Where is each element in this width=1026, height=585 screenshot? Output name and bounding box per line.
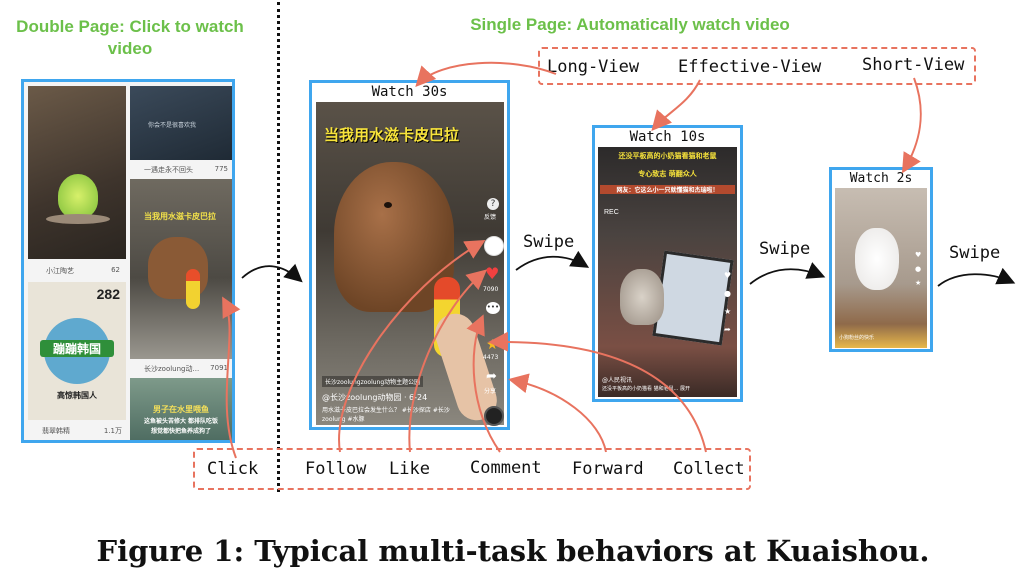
single-page-title: Single Page: Automatically watch video [470, 15, 790, 34]
views-badge: 282 [96, 286, 120, 302]
watch-30s-label: Watch 30s [371, 84, 448, 100]
video-frame-dog: ♥●★ 小狗粉丝的快乐 [835, 188, 927, 348]
arrow-follow [338, 239, 486, 453]
help-label: 反馈 [484, 214, 497, 221]
watch-10s-label: Watch 10s [629, 129, 706, 145]
swipe-label-2: Swipe [759, 239, 811, 259]
pottery-base [46, 214, 110, 224]
capybara-eye [384, 202, 392, 208]
grid-tile-poster-meta: 翡翠韩精 1.1万 [42, 427, 122, 435]
effective-view-label: Effective-View [678, 57, 822, 77]
arrow-long-view [415, 61, 557, 87]
long-view-label: Long-View [547, 57, 640, 77]
dark-tile-caption: 你会不是很喜欢我 [148, 122, 197, 129]
arrow-effective-view [651, 79, 701, 132]
dog-side-icons[interactable]: ♥●★ [915, 251, 922, 287]
cat-headline-1: 还没平板高的小奶猫看猫和老鼠 [618, 152, 717, 160]
music-disc-icon[interactable] [484, 406, 504, 426]
click-label: Click [207, 459, 259, 479]
comment-label: Comment [470, 458, 542, 478]
arrow-comment [466, 314, 501, 453]
fish-caption-3: 想觉都快把鱼养成狗了 [150, 428, 211, 435]
cat-shape [620, 269, 664, 325]
cat-headline-2: 专心致志 萌翻众人 [638, 170, 697, 178]
comment-icon[interactable]: ••• [486, 302, 500, 314]
heart-icon[interactable]: ♥ [485, 264, 500, 283]
arrow-collect [488, 331, 707, 453]
figure-caption: Figure 1: Typical multi-task behaviors a… [96, 534, 930, 568]
dog-caption: 小狗粉丝的快乐 [839, 335, 875, 341]
arrow-swipe-2 [749, 262, 826, 285]
arrow-swipe-3 [937, 267, 1016, 287]
phone-short-view: Watch 2s ♥●★ 小狗粉丝的快乐 [829, 167, 933, 352]
grid-tile-dark[interactable]: 你会不是很喜欢我 [130, 86, 232, 160]
like-count: 7090 [483, 286, 499, 293]
double-page-title: Double Page: Click to watch video [16, 17, 244, 58]
follow-label: Follow [305, 459, 367, 479]
video-headline: 当我用水滋卡皮巴拉 [324, 126, 460, 144]
cat-headline-3: 网友：它这么小一只就懂猫和杰瑞啦！ [600, 185, 735, 194]
like-label: Like [389, 459, 430, 479]
arrow-short-view [901, 77, 922, 174]
fish-caption-2: 这鱼被头苦修大 都排队吃饭 [143, 418, 219, 425]
grid-tile-dark-meta: 一遇走永不回头 775 [144, 165, 228, 174]
capybara-tile-caption: 当我用水滋卡皮巴拉 [144, 212, 216, 221]
poster-subtitle: 高惊韩国人 [57, 391, 97, 400]
watch-2s-label: Watch 2s [849, 171, 913, 186]
video-description: 用水滋卡皮巴拉会发生什么？ #长沙探店 #长沙zoolung #水豚 [322, 407, 450, 423]
grid-tile-pottery[interactable] [28, 86, 126, 259]
vase-shape [58, 174, 98, 218]
arrow-swipe-1 [515, 250, 590, 271]
cat-author-handle[interactable]: @人民视讯 [602, 377, 633, 384]
swipe-label-3: Swipe [949, 243, 1001, 263]
share-arrow-icon[interactable]: ➦ [486, 369, 497, 384]
grid-tile-pottery-meta: 小江陶艺 62 [46, 266, 120, 275]
dog-shape [855, 228, 899, 290]
author-handle[interactable]: @长沙zoolung动物园 · 6-24 [322, 393, 428, 402]
collect-count: 4473 [483, 354, 499, 361]
fish-caption-1: 男子在水里喂鱼 [153, 405, 209, 414]
help-icon[interactable]: ? [487, 198, 499, 210]
share-label: 分享 [484, 388, 497, 395]
arrow-forward [508, 373, 607, 453]
cat-description: 还没平板高的小奶猫看 猫和老鼠... 展开 [602, 386, 690, 392]
page-divider [277, 2, 280, 492]
location-tag[interactable]: 长沙zoolungzoolung动物主题公园 [322, 376, 424, 387]
grid-tile-capybara[interactable]: 当我用水滋卡皮巴拉 [130, 179, 232, 359]
double-page-grid: 小江陶艺 62 你会不是很喜欢我 一遇走永不回头 775 当我用水滋卡皮巴拉 长… [21, 79, 235, 443]
forward-label: Forward [572, 459, 644, 479]
video-frame-cat: 还没平板高的小奶猫看猫和老鼠 专心致志 萌翻众人 网友：它这么小一只就懂猫和杰瑞… [598, 147, 737, 397]
video-frame-capybara: 当我用水滋卡皮巴拉 ? 反馈 ♥ 7090 ••• ★ 4473 ➦ 分享 长沙… [316, 102, 504, 426]
cat-side-icons[interactable]: ♥●★➦ [724, 271, 732, 334]
grid-tile-capybara-meta: 长沙zoolung动... 7091 [144, 364, 228, 373]
arrow-click [222, 296, 241, 459]
swipe-label-1: Swipe [523, 232, 575, 252]
grid-tile-poster[interactable]: 282 蹦蹦韩国 高惊韩国人 [28, 282, 126, 420]
grid-tile-fish[interactable]: 男子在水里喂鱼 这鱼被头苦修大 都排队吃饭 想觉都快把鱼养成狗了 [130, 378, 232, 440]
rec-tag: REC [604, 209, 619, 216]
behaviors-box [193, 448, 751, 490]
view-types-box [538, 47, 976, 85]
arrow-grid-to-phone1 [241, 263, 303, 283]
phone-effective-view: Watch 10s 还没平板高的小奶猫看猫和老鼠 专心致志 萌翻众人 网友：它这… [592, 125, 743, 402]
poster-banner: 蹦蹦韩国 [40, 340, 114, 357]
short-view-label: Short-View [862, 55, 965, 75]
arrow-like [408, 269, 488, 453]
bottle-shape [186, 269, 200, 309]
collect-label: Collect [673, 459, 745, 479]
